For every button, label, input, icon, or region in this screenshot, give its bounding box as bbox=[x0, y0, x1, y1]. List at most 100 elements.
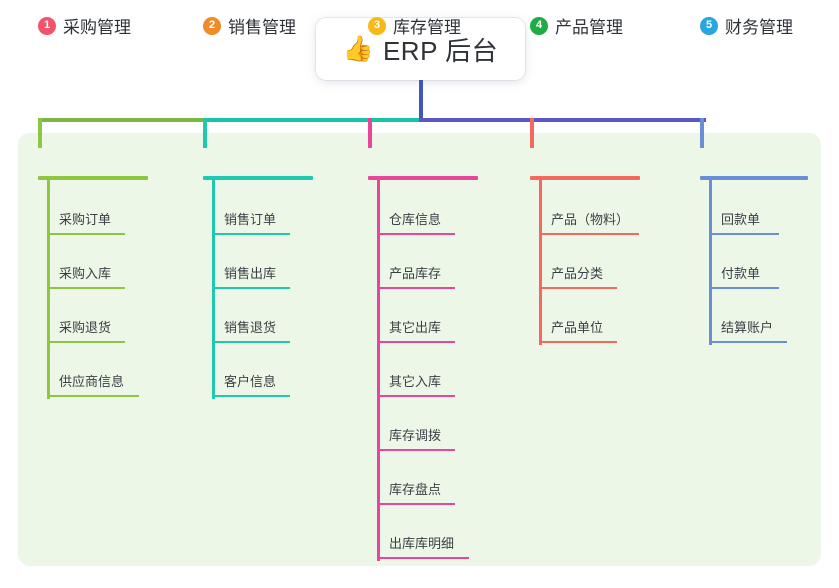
leaf-underline bbox=[212, 341, 290, 343]
leaf-node[interactable]: 销售出库 bbox=[212, 257, 290, 289]
leaf-label: 出库库明细 bbox=[389, 536, 455, 551]
trunk-line bbox=[419, 80, 423, 122]
branch-drop-line-3 bbox=[368, 118, 372, 148]
leaf-label: 结算账户 bbox=[721, 320, 774, 335]
leaf-underline bbox=[212, 287, 290, 289]
branch-spine-3 bbox=[377, 180, 380, 561]
leaf-underline bbox=[709, 341, 787, 343]
leaf-underline bbox=[377, 503, 455, 505]
branch-heading-4[interactable]: 4 产品管理 bbox=[530, 13, 623, 38]
leaf-label: 采购订单 bbox=[59, 212, 112, 227]
leaf-underline bbox=[377, 287, 455, 289]
branch-badge-5: 5 bbox=[700, 16, 718, 35]
leaf-node[interactable]: 销售退货 bbox=[212, 311, 290, 343]
leaf-label: 销售订单 bbox=[224, 212, 277, 227]
branch-drop-line-2 bbox=[203, 118, 207, 148]
branch-badge-3: 3 bbox=[368, 16, 386, 35]
leaf-label: 库存盘点 bbox=[389, 482, 442, 497]
branch-heading-underline-5 bbox=[700, 176, 808, 180]
branch-title-5: 财务管理 bbox=[725, 18, 793, 37]
leaf-underline bbox=[377, 233, 455, 235]
bus-segment-left bbox=[40, 118, 205, 122]
leaf-label: 供应商信息 bbox=[59, 374, 125, 389]
branch-spine-1 bbox=[47, 180, 50, 399]
leaf-label: 销售出库 bbox=[224, 266, 277, 281]
leaf-label: 采购入库 bbox=[59, 266, 112, 281]
leaf-node[interactable]: 采购退货 bbox=[47, 311, 125, 343]
branch-title-4: 产品管理 bbox=[555, 18, 623, 37]
leaf-node[interactable]: 出库库明细 bbox=[377, 527, 469, 559]
leaf-underline bbox=[377, 341, 455, 343]
leaf-underline bbox=[709, 287, 779, 289]
leaf-label: 库存调拨 bbox=[389, 428, 442, 443]
branch-heading-5[interactable]: 5 财务管理 bbox=[700, 13, 793, 38]
root-node[interactable]: 👍 ERP 后台 bbox=[316, 18, 525, 80]
leaf-label: 产品（物料） bbox=[551, 212, 630, 227]
branches-panel bbox=[18, 133, 821, 566]
leaf-underline bbox=[539, 233, 639, 235]
bus-segment-mid bbox=[205, 118, 421, 122]
leaf-node[interactable]: 采购订单 bbox=[47, 203, 125, 235]
leaf-label: 回款单 bbox=[721, 212, 761, 227]
branch-heading-underline-4 bbox=[530, 176, 640, 180]
leaf-label: 产品库存 bbox=[389, 266, 442, 281]
leaf-node[interactable]: 产品（物料） bbox=[539, 203, 639, 235]
bus-segment-right bbox=[419, 118, 706, 122]
leaf-underline bbox=[47, 233, 125, 235]
leaf-underline bbox=[709, 233, 779, 235]
leaf-node[interactable]: 结算账户 bbox=[709, 311, 787, 343]
thumbs-up-icon: 👍 bbox=[342, 34, 374, 63]
leaf-underline bbox=[47, 287, 125, 289]
leaf-node[interactable]: 库存盘点 bbox=[377, 473, 455, 505]
leaf-underline bbox=[47, 341, 125, 343]
leaf-label: 其它入库 bbox=[389, 374, 442, 389]
leaf-underline bbox=[539, 341, 617, 343]
leaf-node[interactable]: 产品库存 bbox=[377, 257, 455, 289]
leaf-node[interactable]: 其它出库 bbox=[377, 311, 455, 343]
leaf-label: 仓库信息 bbox=[389, 212, 442, 227]
leaf-label: 付款单 bbox=[721, 266, 761, 281]
leaf-label: 销售退货 bbox=[224, 320, 277, 335]
branch-heading-1[interactable]: 1 采购管理 bbox=[38, 13, 131, 38]
branch-title-1: 采购管理 bbox=[63, 18, 131, 37]
leaf-label: 其它出库 bbox=[389, 320, 442, 335]
leaf-node[interactable]: 回款单 bbox=[709, 203, 779, 235]
branch-badge-1: 1 bbox=[38, 16, 56, 35]
leaf-node[interactable]: 客户信息 bbox=[212, 365, 290, 397]
leaf-underline bbox=[212, 233, 290, 235]
leaf-node[interactable]: 库存调拨 bbox=[377, 419, 455, 451]
branch-spine-5 bbox=[709, 180, 712, 345]
leaf-node[interactable]: 产品单位 bbox=[539, 311, 617, 343]
leaf-underline bbox=[47, 395, 139, 397]
branch-title-2: 销售管理 bbox=[228, 18, 296, 37]
branch-badge-4: 4 bbox=[530, 16, 548, 35]
leaf-underline bbox=[377, 449, 455, 451]
branch-heading-underline-3 bbox=[368, 176, 478, 180]
leaf-label: 客户信息 bbox=[224, 374, 277, 389]
leaf-node[interactable]: 采购入库 bbox=[47, 257, 125, 289]
branch-drop-line-4 bbox=[530, 118, 534, 148]
leaf-label: 产品分类 bbox=[551, 266, 604, 281]
leaf-node[interactable]: 产品分类 bbox=[539, 257, 617, 289]
branch-heading-underline-1 bbox=[38, 176, 148, 180]
branch-title-3: 库存管理 bbox=[393, 18, 461, 37]
leaf-label: 采购退货 bbox=[59, 320, 112, 335]
leaf-label: 产品单位 bbox=[551, 320, 604, 335]
leaf-underline bbox=[377, 557, 469, 559]
leaf-node[interactable]: 供应商信息 bbox=[47, 365, 139, 397]
branch-drop-line-1 bbox=[38, 118, 42, 148]
branch-spine-2 bbox=[212, 180, 215, 399]
root-title: ERP 后台 bbox=[382, 35, 499, 66]
branch-drop-line-5 bbox=[700, 118, 704, 148]
leaf-node[interactable]: 其它入库 bbox=[377, 365, 455, 397]
leaf-underline bbox=[377, 395, 455, 397]
leaf-node[interactable]: 付款单 bbox=[709, 257, 779, 289]
branch-heading-3[interactable]: 3 库存管理 bbox=[368, 13, 461, 38]
branch-spine-4 bbox=[539, 180, 542, 345]
branch-heading-underline-2 bbox=[203, 176, 313, 180]
leaf-underline bbox=[539, 287, 617, 289]
leaf-node[interactable]: 仓库信息 bbox=[377, 203, 455, 235]
leaf-node[interactable]: 销售订单 bbox=[212, 203, 290, 235]
